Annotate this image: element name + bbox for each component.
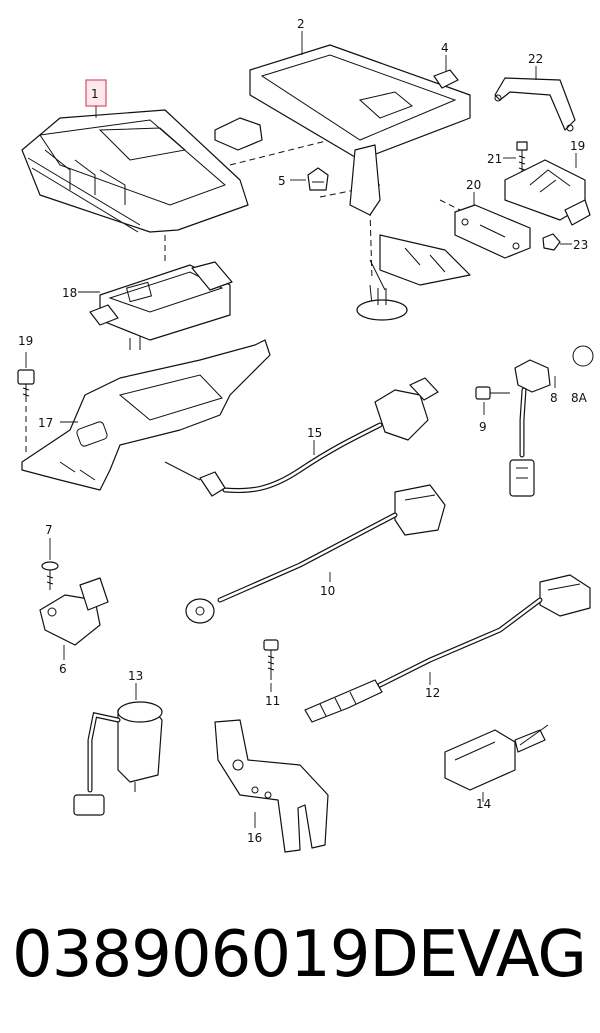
part-4-clip[interactable] — [433, 69, 459, 89]
part-6-sensor[interactable] — [39, 577, 109, 646]
part-11-bolt[interactable] — [263, 639, 279, 680]
callout-14: 14 — [476, 797, 491, 811]
part-22-strap[interactable] — [494, 77, 576, 132]
part-13-valve[interactable] — [73, 701, 163, 816]
callout-23: 23 — [573, 238, 588, 252]
part-7-screw[interactable] — [41, 561, 59, 590]
part-9-bolt[interactable] — [475, 386, 510, 400]
callout-19b: 19 — [18, 334, 33, 348]
callout-17: 17 — [38, 416, 53, 430]
callout-6: 6 — [59, 662, 67, 676]
part-1-control-unit[interactable] — [21, 109, 249, 233]
part-17-bracket[interactable] — [21, 339, 271, 491]
callout-7: 7 — [45, 523, 53, 537]
part-10-sensor[interactable] — [185, 484, 446, 624]
callout-22: 22 — [528, 52, 543, 66]
brand-label: VAG — [457, 918, 587, 992]
callout-20: 20 — [466, 178, 481, 192]
callout-18: 18 — [62, 286, 77, 300]
part-5-nut[interactable] — [307, 167, 329, 191]
part-8-sensor[interactable] — [509, 359, 551, 497]
callout-19a: 19 — [570, 139, 585, 153]
callout-16: 16 — [247, 831, 262, 845]
callout-11: 11 — [265, 694, 280, 708]
callout-12: 12 — [425, 686, 440, 700]
part-15-sensor[interactable] — [164, 377, 439, 497]
part-19-screw[interactable] — [17, 369, 35, 402]
part-18-unit[interactable] — [89, 261, 233, 350]
part-19-module[interactable] — [504, 159, 591, 226]
dashed-link — [439, 199, 471, 216]
part-number: 038906019DE — [12, 918, 458, 992]
part-20-plate[interactable] — [454, 204, 531, 259]
part-21-bolt[interactable] — [516, 141, 528, 178]
callout-21: 21 — [487, 152, 502, 166]
part-2-bracket[interactable] — [214, 44, 471, 321]
parts-diagram: 1 2 4 22 5 21 — [17, 17, 594, 853]
callout-5: 5 — [278, 174, 286, 188]
callout-10: 10 — [320, 584, 335, 598]
callout-13: 13 — [128, 669, 143, 683]
callout-8: 8 — [550, 391, 558, 405]
callout-9: 9 — [479, 420, 487, 434]
callout-8a: 8A — [571, 391, 588, 405]
callout-4: 4 — [441, 41, 449, 55]
part-23-nut[interactable] — [542, 233, 561, 251]
part-14-switch[interactable] — [444, 724, 549, 791]
callout-2: 2 — [297, 17, 305, 31]
part-16-bracket[interactable] — [214, 719, 329, 853]
part-12-sensor[interactable] — [304, 574, 591, 723]
part-8a-oring[interactable] — [572, 345, 594, 367]
callout-1: 1 — [91, 87, 99, 101]
callout-15: 15 — [307, 426, 322, 440]
